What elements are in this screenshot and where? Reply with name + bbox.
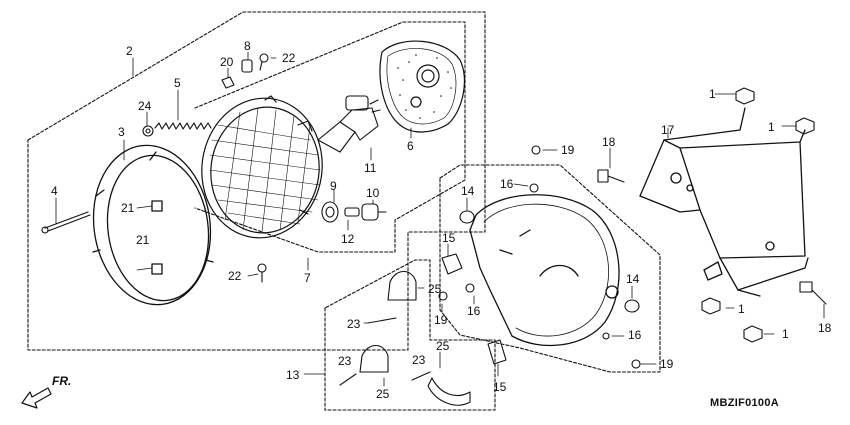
callout-16-top: 16 [500,177,514,191]
front-direction-label: FR. [52,374,72,388]
group-2-outline [27,11,486,351]
long-screw [41,211,91,234]
small-fasteners [221,53,269,283]
callout-1-d: 1 [782,327,789,341]
callout-15-bottom: 15 [493,380,507,394]
callout-8: 8 [244,39,251,53]
callout-2: 2 [126,44,133,58]
callout-21-bottom: 21 [136,233,150,247]
headlight-bracket [639,107,809,297]
group-7-outline [194,21,466,253]
callout-18-top: 18 [602,135,616,149]
callout-19-left: 19 [434,313,448,327]
callout-1-b: 1 [768,120,775,134]
callout-10: 10 [366,186,380,200]
washer [142,125,154,137]
callout-25-top: 25 [428,282,442,296]
callout-9: 9 [330,179,337,193]
position-bulb-assembly [321,201,387,223]
front-arrow-icon [21,387,52,409]
callout-1-c: 1 [738,302,745,316]
callout-18-bottom: 18 [818,321,832,335]
headlight-lens [201,95,323,239]
spring [154,122,212,130]
callout-16-mid: 16 [467,304,481,318]
callout-20: 20 [220,55,234,69]
callout-1-a: 1 [709,87,716,101]
group-13-outline [324,259,496,411]
callout-3: 3 [118,125,125,139]
callout-23-right: 23 [412,353,426,367]
callout-14-left: 14 [461,184,475,198]
callout-6: 6 [407,139,414,153]
diagram-code: MBZIF0100A [710,397,780,409]
callout-12: 12 [341,232,355,246]
callout-15-top: 15 [442,231,456,245]
case-outline [439,164,661,373]
callout-11: 11 [364,161,377,175]
socket-cover [379,40,466,133]
callout-22-bottom: 22 [228,269,242,283]
callout-23-top: 23 [347,317,361,331]
headlight-bulb [317,95,381,153]
callout-24: 24 [138,99,152,113]
callout-22-top: 22 [282,51,296,65]
wire-clamps [339,270,471,406]
callout-25-left: 25 [376,387,390,401]
callout-7: 7 [304,271,311,285]
headlight-rim [92,144,214,306]
callout-19-top: 19 [561,143,575,157]
callout-4: 4 [51,184,58,198]
headlight-case [469,194,620,347]
callout-19-right: 19 [660,357,674,371]
case-fittings [438,145,641,369]
bracket-fasteners [597,87,827,343]
callout-23-left: 23 [338,354,352,368]
callout-25-right: 25 [436,339,450,353]
callout-21-top: 21 [121,201,135,215]
leader-lines [55,51,825,387]
callout-16-right: 16 [628,328,642,342]
callout-5: 5 [174,76,181,90]
callout-14-right: 14 [626,272,640,286]
callout-13: 13 [286,368,300,382]
callout-17: 17 [661,123,675,137]
